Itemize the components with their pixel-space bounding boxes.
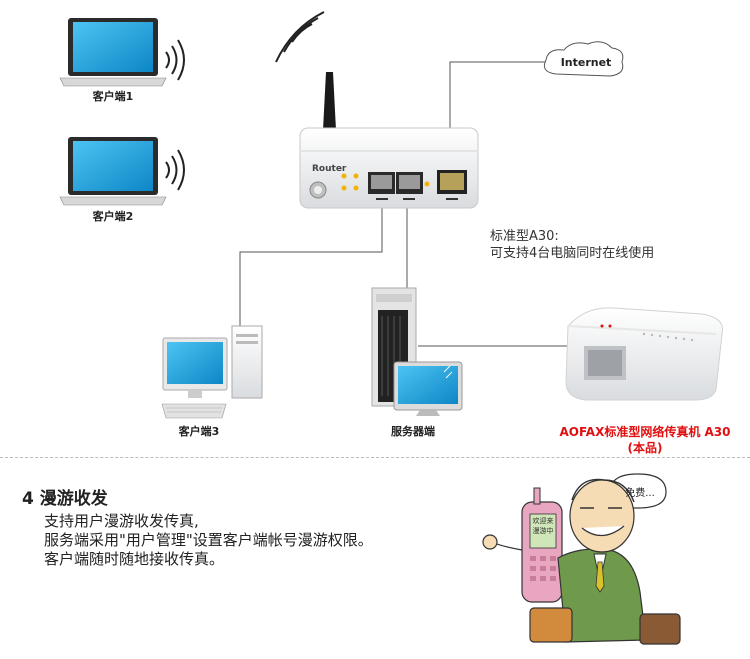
capacity-note: 标准型A30: 可支持4台电脑同时在线使用 [490, 228, 654, 262]
wifi-waves-client2-icon [165, 149, 185, 191]
feature-line-3: 客户端随时随地接收传真。 [44, 550, 225, 568]
section-divider [0, 457, 750, 458]
brown-suitcase-icon [639, 613, 681, 645]
feature-title: 4 漫游收发 [22, 489, 108, 509]
capacity-note-line2: 可支持4台电脑同时在线使用 [490, 246, 655, 261]
internet-label: Internet [560, 56, 612, 69]
feature-line-1: 支持用户漫游收发传真, [44, 512, 199, 530]
client3-label: 客户端3 [178, 425, 220, 438]
server-label: 服务器端 [391, 425, 435, 438]
phone-screen-line2: 漫游中 [532, 527, 554, 535]
capacity-note-line1: 标准型A30: [490, 229, 559, 244]
green-suit-icon [557, 548, 647, 643]
client2-label: 客户端2 [92, 210, 134, 223]
pink-mobile-phone-icon [521, 487, 563, 603]
product-label-line1: AOFAX标准型网络传真机 A30 [559, 425, 731, 439]
speech-bubble-text: 免费... [625, 488, 655, 499]
laptop-client2-icon [59, 137, 167, 206]
feature-line-2: 服务端采用"用户管理"设置客户端帐号漫游权限。 [44, 531, 373, 549]
wifi-waves-client1-icon [165, 39, 185, 81]
smiling-face-icon [569, 478, 635, 553]
orange-suitcase-icon [529, 607, 573, 643]
internet-cloud-icon [543, 41, 624, 77]
product-label: AOFAX标准型网络传真机 A30 (本品) [545, 424, 745, 456]
network-diagram [59, 11, 724, 419]
server-monitor-icon [393, 361, 463, 416]
phone-screen-line1: 欢迎来 [532, 517, 554, 525]
phone-screen-text: 欢迎来 漫游中 [531, 516, 555, 536]
desktop-client3-icon [161, 325, 263, 419]
client1-label: 客户端1 [92, 90, 134, 103]
wifi-broadcast-icon [275, 11, 325, 63]
fax-device-a30-icon [565, 307, 724, 401]
waving-hand-icon [482, 534, 498, 550]
laptop-client1-icon [59, 18, 167, 87]
router-label: Router [312, 164, 347, 174]
cartoon-traveler-illustration [482, 473, 681, 645]
feature-description: 支持用户漫游收发传真, 服务端采用"用户管理"设置客户端帐号漫游权限。 客户端随… [44, 512, 373, 569]
router-device-icon [299, 72, 479, 209]
product-label-line2: (本品) [627, 441, 663, 455]
